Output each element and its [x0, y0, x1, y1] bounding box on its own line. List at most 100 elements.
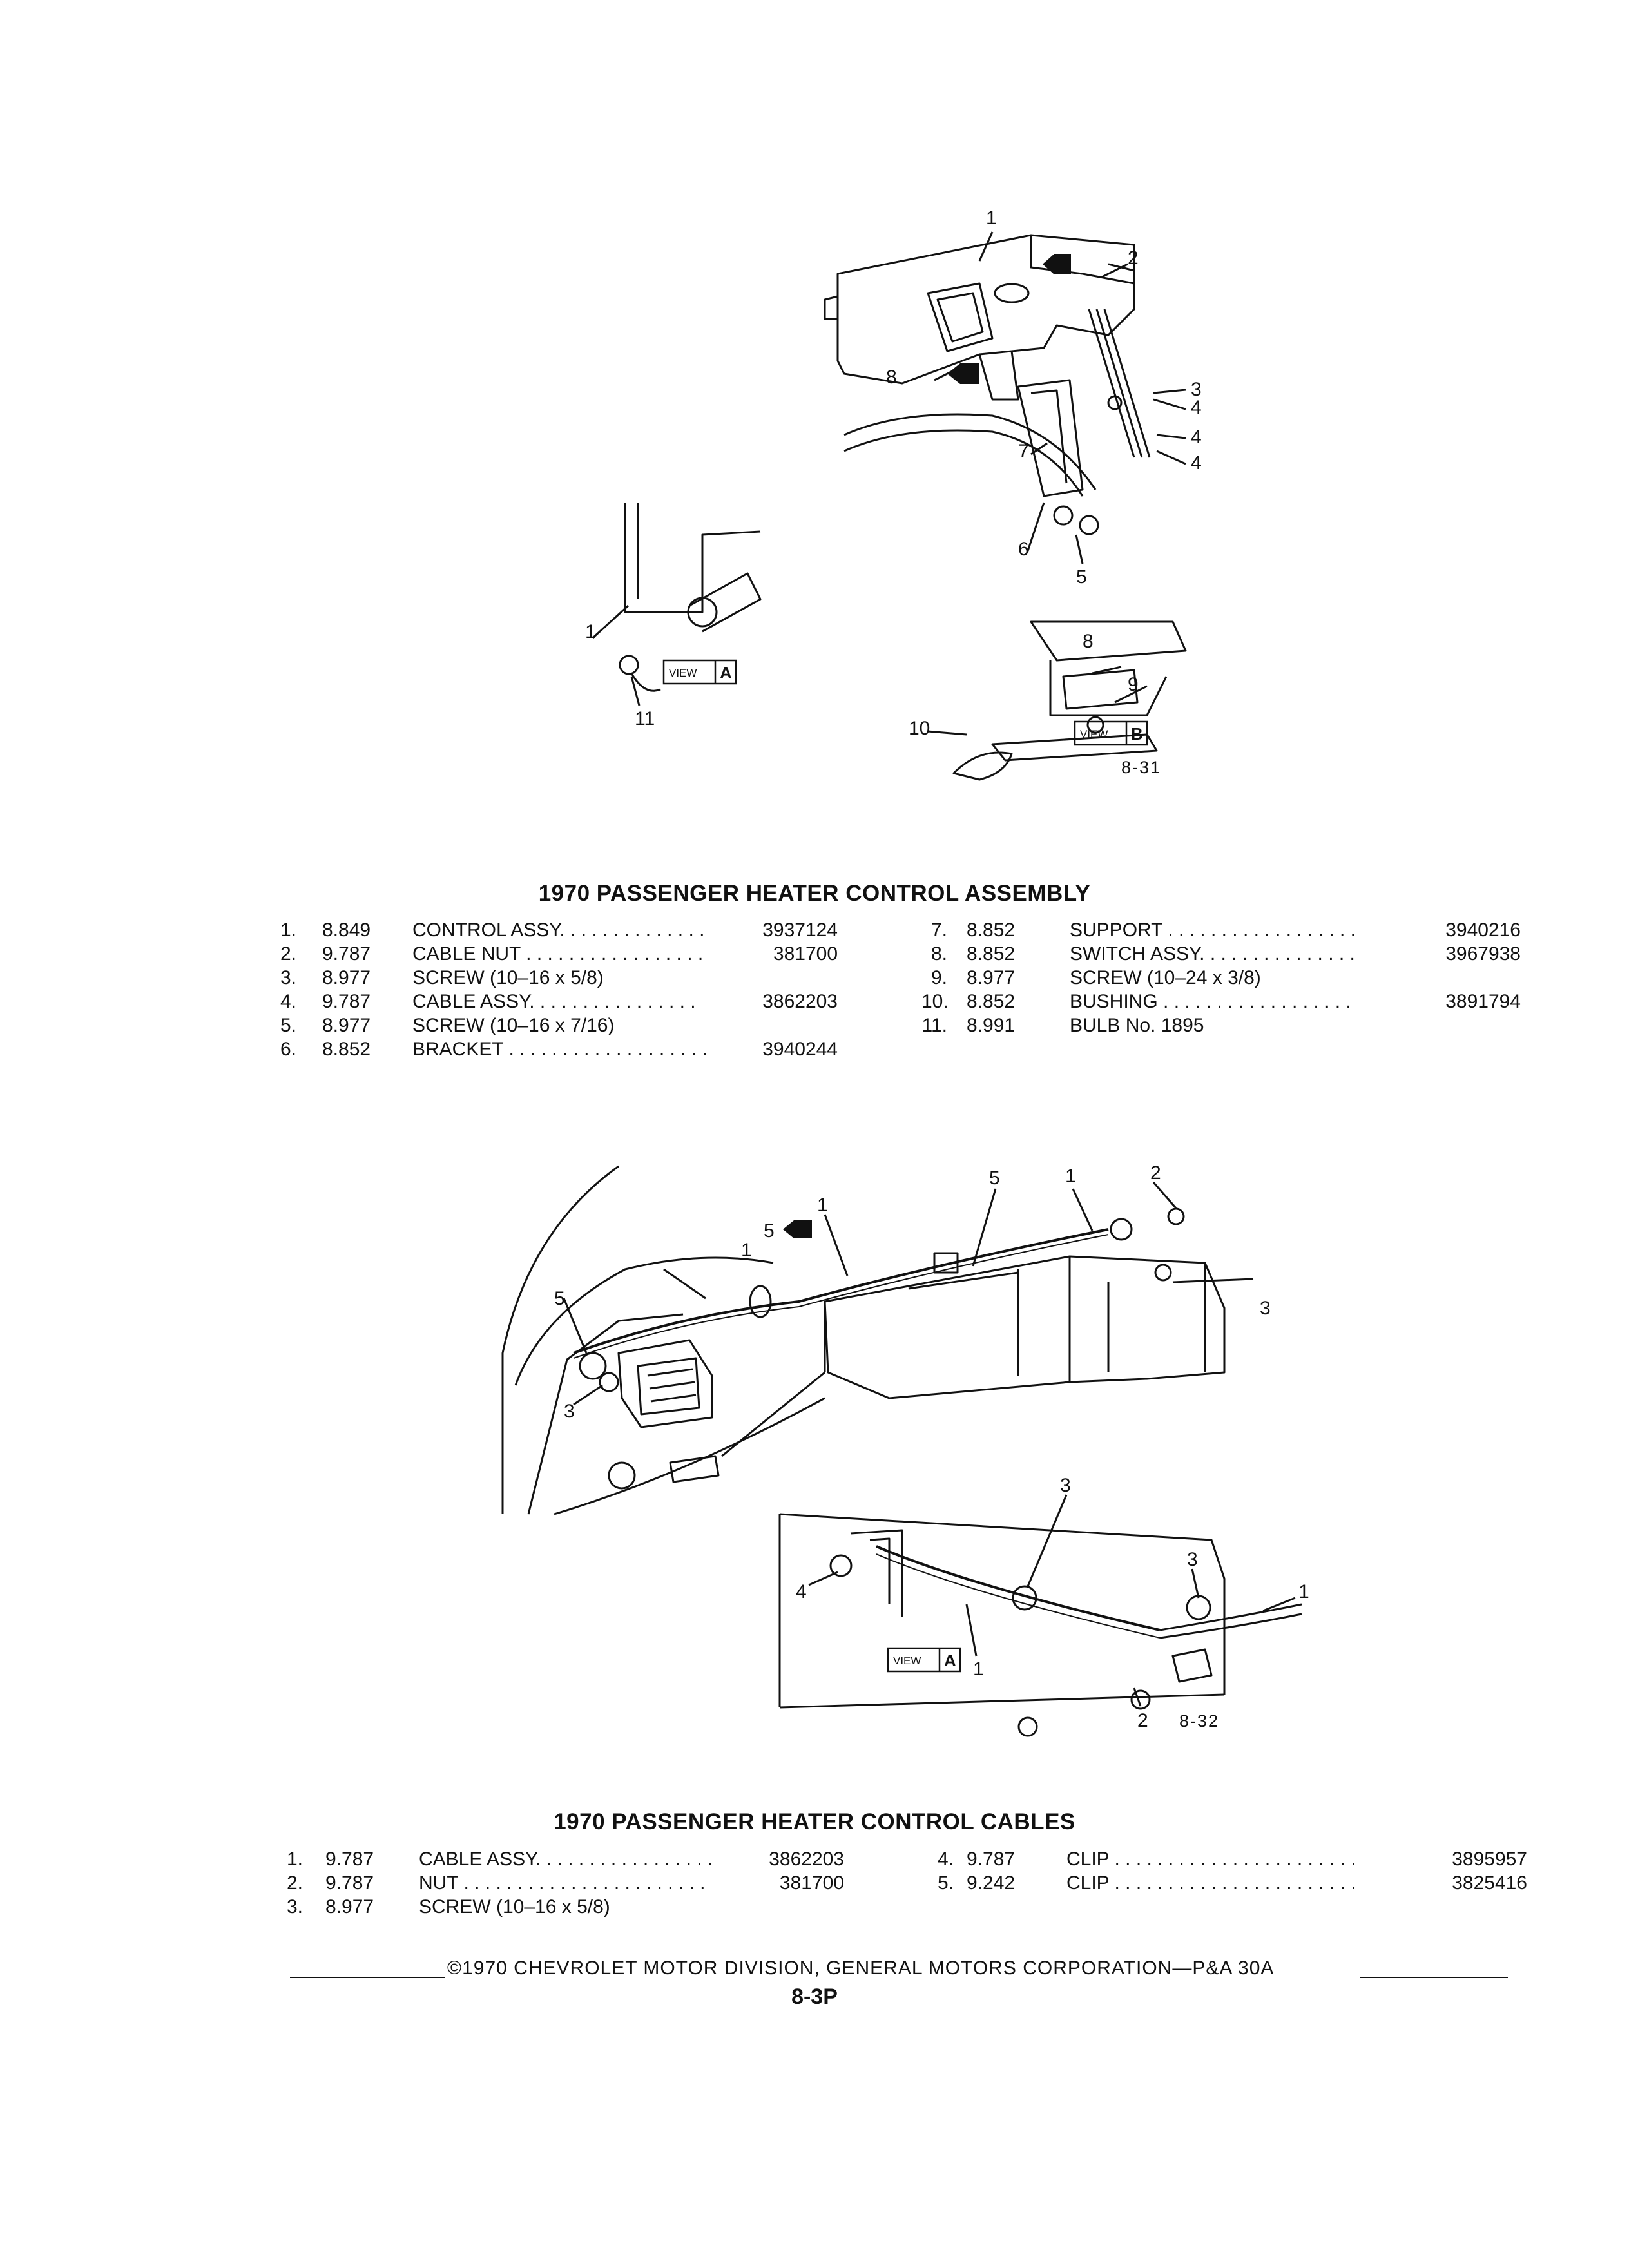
footer-rule-left — [290, 1977, 445, 1978]
part-number: 3940244 — [762, 1039, 838, 1060]
figure-control-assembly: 1 2 3 4 4 4 4 5 6 7 8 1 11 8 9 10 VIEW A… — [585, 207, 1202, 781]
part-description: SUPPORT . . . . . . . . . . . . . . . . … — [1070, 919, 1356, 941]
callout: 5 — [554, 1288, 565, 1309]
callout: 1 — [817, 1195, 828, 1216]
callout: 1 — [1065, 1166, 1076, 1187]
figure-number: 8-31 — [1121, 758, 1161, 777]
group-code: 9.242 — [967, 1872, 1016, 1894]
callout: 5 — [989, 1168, 1000, 1189]
item-number: 2. — [280, 943, 296, 965]
footer-rule-right — [1360, 1977, 1508, 1978]
callout: 1 — [585, 621, 596, 642]
callout: 4 — [1191, 452, 1202, 474]
view-label: VIEW — [893, 1655, 921, 1667]
group-code: 9.787 — [325, 1849, 374, 1870]
part-description: BRACKET . . . . . . . . . . . . . . . . … — [412, 1039, 708, 1060]
item-number: 3. — [286, 1896, 303, 1917]
callout: 2 — [1128, 247, 1139, 269]
group-code: 8.852 — [967, 991, 1016, 1012]
view-label: VIEW — [1080, 728, 1108, 740]
part-description: BULB No. 1895 — [1070, 1015, 1204, 1036]
part-description: CLIP . . . . . . . . . . . . . . . . . .… — [1066, 1872, 1356, 1894]
group-code: 8.852 — [967, 943, 1016, 965]
part-description: SCREW (10–16 x 7/16) — [412, 1015, 615, 1036]
callout: 3 — [1191, 379, 1202, 400]
item-number: 4. — [280, 991, 296, 1012]
callout: 1 — [1298, 1581, 1309, 1602]
section-title: 1970 PASSENGER HEATER CONTROL ASSEMBLY — [538, 881, 1091, 906]
group-code: 8.977 — [325, 1896, 374, 1917]
part-number: 3825416 — [1452, 1872, 1527, 1894]
item-number: 6. — [280, 1039, 296, 1060]
item-number: 9. — [930, 967, 947, 988]
part-description: CABLE ASSY. . . . . . . . . . . . . . . … — [419, 1849, 713, 1870]
view-label: VIEW — [669, 667, 697, 679]
callout: 3 — [1187, 1549, 1198, 1570]
arrow-tag-icon — [783, 1220, 812, 1238]
callout: 2 — [1150, 1162, 1161, 1184]
callout: 3 — [564, 1401, 575, 1422]
item-number: 5. — [937, 1872, 954, 1894]
callout: 2 — [1137, 1710, 1148, 1731]
part-number: 3862203 — [769, 1849, 844, 1870]
footer: ©1970 CHEVROLET MOTOR DIVISION, GENERAL … — [290, 1957, 1559, 1983]
callout: 8 — [1083, 631, 1094, 652]
group-code: 9.787 — [325, 1872, 374, 1894]
callout: 3 — [1260, 1298, 1271, 1319]
part-number: 3967938 — [1445, 943, 1521, 965]
callout: 5 — [764, 1220, 775, 1242]
callout: 9 — [1128, 674, 1139, 695]
callout: 1 — [741, 1240, 752, 1261]
part-description: CLIP . . . . . . . . . . . . . . . . . .… — [1066, 1849, 1356, 1870]
view-letter: A — [720, 663, 732, 682]
item-number: 1. — [280, 919, 296, 941]
arrow-tag-icon — [947, 254, 1071, 384]
part-number: 3891794 — [1445, 991, 1521, 1012]
group-code: 9.787 — [322, 943, 371, 965]
callout: 11 — [635, 708, 655, 729]
callout: 4 — [1191, 427, 1202, 448]
group-code: 8.991 — [967, 1015, 1016, 1036]
item-number: 7. — [930, 919, 947, 941]
item-number: 2. — [286, 1872, 303, 1894]
callout: 3 — [1060, 1475, 1071, 1496]
group-code: 8.849 — [322, 919, 371, 941]
part-description: NUT . . . . . . . . . . . . . . . . . . … — [419, 1872, 706, 1894]
view-a-tag: VIEW A — [887, 1647, 961, 1673]
callout: 10 — [909, 718, 930, 739]
part-description: CABLE ASSY. . . . . . . . . . . . . . . … — [412, 991, 696, 1012]
group-code: 8.852 — [322, 1039, 371, 1060]
part-description: CONTROL ASSY. . . . . . . . . . . . . . — [412, 919, 705, 941]
section-title: 1970 PASSENGER HEATER CONTROL CABLES — [554, 1809, 1075, 1834]
part-number: 3895957 — [1452, 1849, 1527, 1870]
callout: 1 — [986, 207, 997, 229]
view-b-tag: VIEW B — [1074, 720, 1148, 746]
page-number: 8-3P — [791, 1984, 838, 2009]
item-number: 11. — [921, 1015, 947, 1036]
figure-control-cables: 5 1 2 5 1 1 5 3 3 3 4 3 1 1 2 VIEW A 8-3… — [501, 1162, 1309, 1737]
item-number: 8. — [930, 943, 947, 965]
part-number: 3862203 — [762, 991, 838, 1012]
part-description: SCREW (10–16 x 5/8) — [419, 1896, 610, 1917]
part-description: CABLE NUT . . . . . . . . . . . . . . . … — [412, 943, 704, 965]
callout: 4 — [796, 1581, 807, 1602]
group-code: 8.852 — [967, 919, 1016, 941]
group-code: 9.787 — [322, 991, 371, 1012]
group-code: 8.977 — [322, 1015, 371, 1036]
item-number: 10. — [921, 991, 949, 1012]
part-description: SCREW (10–24 x 3/8) — [1070, 967, 1261, 988]
item-number: 1. — [286, 1849, 303, 1870]
item-number: 3. — [280, 967, 296, 988]
part-number: 3937124 — [762, 919, 838, 941]
item-number: 5. — [280, 1015, 296, 1036]
figure-number: 8-32 — [1179, 1711, 1219, 1731]
view-a-tag: VIEW A — [662, 659, 737, 685]
callout: 7 — [1018, 441, 1029, 462]
callout: 4 — [1191, 397, 1202, 418]
callout: 8 — [886, 367, 897, 388]
part-description: BUSHING . . . . . . . . . . . . . . . . … — [1070, 991, 1351, 1012]
group-code: 9.787 — [967, 1849, 1016, 1870]
part-description: SCREW (10–16 x 5/8) — [412, 967, 604, 988]
callout: 1 — [973, 1658, 984, 1680]
part-number: 381700 — [779, 1872, 844, 1894]
